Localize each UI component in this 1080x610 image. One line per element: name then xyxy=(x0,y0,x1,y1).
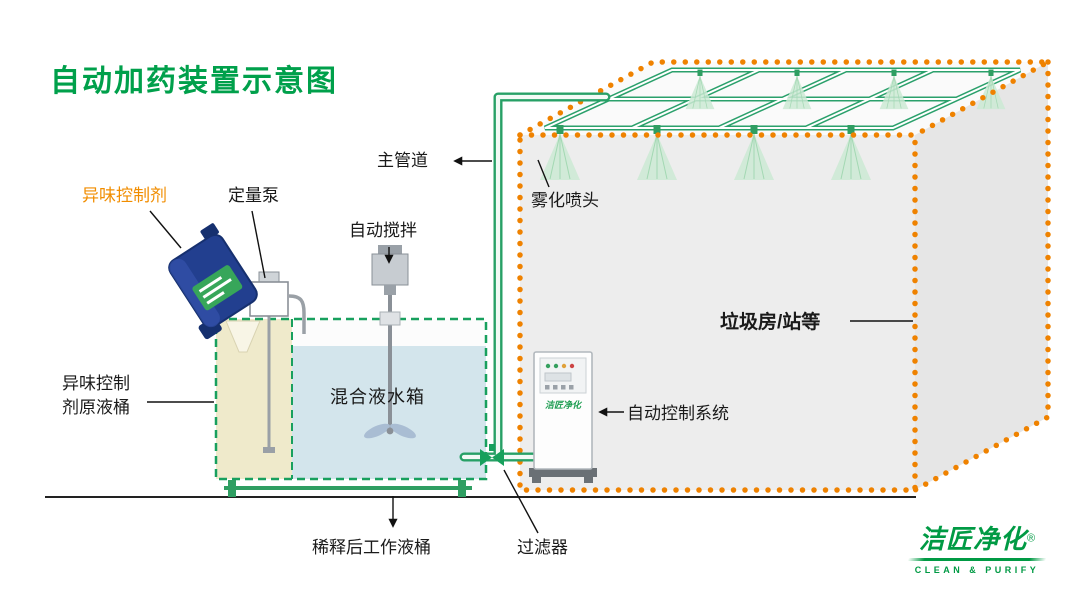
nozzle-pointer-line xyxy=(537,159,550,188)
registered-mark-icon: ® xyxy=(1026,532,1036,545)
tank-stand xyxy=(224,480,472,497)
label-auto-stirring: 自动搅拌 xyxy=(349,221,417,240)
label-main-pipeline: 主管道 xyxy=(377,151,428,170)
annotation-lines xyxy=(147,156,913,534)
garbage-room-dotted-outline xyxy=(517,59,1051,493)
label-stock-barrel-line2: 剂原液桶 xyxy=(62,397,130,417)
logo-underline xyxy=(907,558,1047,561)
filter-valve xyxy=(480,444,504,466)
control-cabinet: 洁匠净化 xyxy=(529,351,597,483)
cabinet-brand-text: 洁匠净化 xyxy=(545,400,583,410)
brand-name-row: 洁匠净化® xyxy=(898,519,1056,556)
label-diluted-working-barrel: 稀释后工作液桶 xyxy=(312,538,431,557)
brand-tagline: CLEAN & PURIFY xyxy=(914,565,1040,575)
label-atomizing-nozzle: 雾化喷头 xyxy=(531,191,599,210)
diagram-title: 自动加药装置示意图 xyxy=(50,65,338,98)
label-odor-control-agent: 异味控制剂 xyxy=(82,186,167,205)
label-mixing-tank: 混合液水箱 xyxy=(330,387,425,407)
label-metering-pump: 定量泵 xyxy=(228,186,279,205)
label-garbage-room: 垃圾房/站等 xyxy=(720,312,821,333)
filter-pointer-line xyxy=(503,469,539,534)
chemical-jug xyxy=(168,223,258,340)
label-stock-barrel: 异味控制 剂原液桶 xyxy=(62,372,130,420)
label-filter: 过滤器 xyxy=(517,538,568,557)
label-stock-barrel-line1: 异味控制 xyxy=(62,374,130,393)
label-auto-control-system: 自动控制系统 xyxy=(627,404,729,423)
stirrer xyxy=(364,245,416,439)
metering-pump-pointer-line xyxy=(251,210,266,279)
odor-agent-pointer-line xyxy=(149,210,182,249)
brand-logo: 洁匠净化® CLEAN & PURIFY xyxy=(898,519,1056,575)
brand-name: 洁匠净化 xyxy=(918,524,1027,554)
